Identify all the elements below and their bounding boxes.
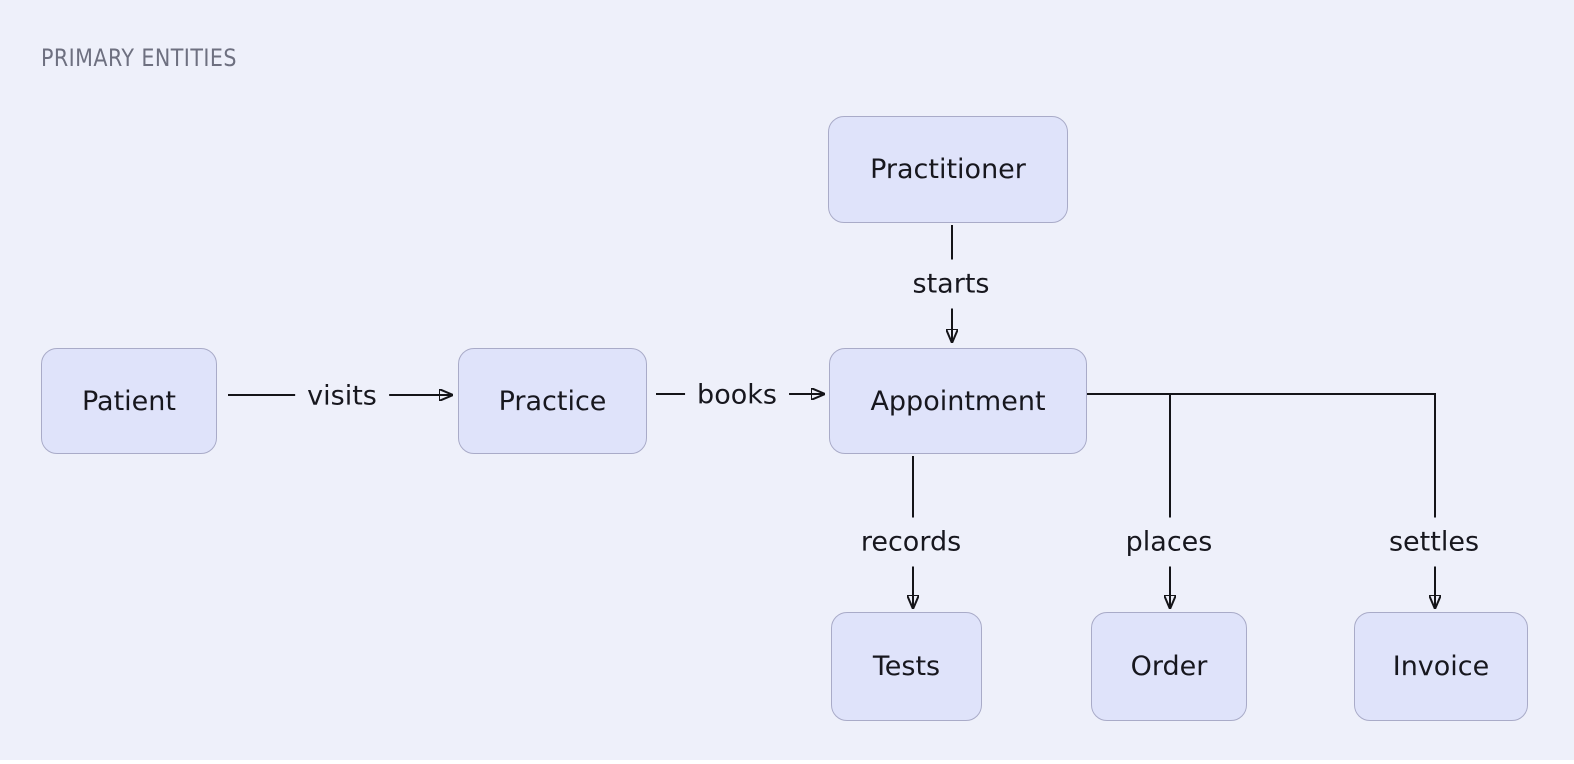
node-practitioner: Practitioner [828, 116, 1068, 223]
node-invoice: Invoice [1354, 612, 1528, 721]
edge-appointment-places-order [1087, 393, 1170, 608]
node-label: Practice [498, 385, 607, 417]
node-label: Invoice [1392, 651, 1490, 682]
edge-label-visits: visits [295, 371, 389, 421]
edge-label-records: records [848, 517, 974, 567]
node-label: Appointment [870, 385, 1046, 417]
node-tests: Tests [831, 612, 982, 721]
edge-label-settles: settles [1376, 517, 1492, 567]
edge-label-starts: starts [900, 259, 1002, 309]
node-label: Patient [81, 385, 176, 417]
edge-label-places: places [1113, 517, 1225, 567]
edge-appointment-settles-invoice [1087, 393, 1435, 608]
node-label: Tests [872, 651, 941, 682]
node-label: Order [1130, 651, 1208, 682]
node-patient: Patient [41, 348, 217, 454]
node-label: Practitioner [870, 154, 1026, 185]
node-appointment: Appointment [829, 348, 1087, 454]
edge-label-books: books [685, 370, 789, 420]
node-order: Order [1091, 612, 1247, 721]
diagram-title: PRIMARY ENTITIES [41, 44, 237, 72]
node-practice: Practice [458, 348, 647, 454]
